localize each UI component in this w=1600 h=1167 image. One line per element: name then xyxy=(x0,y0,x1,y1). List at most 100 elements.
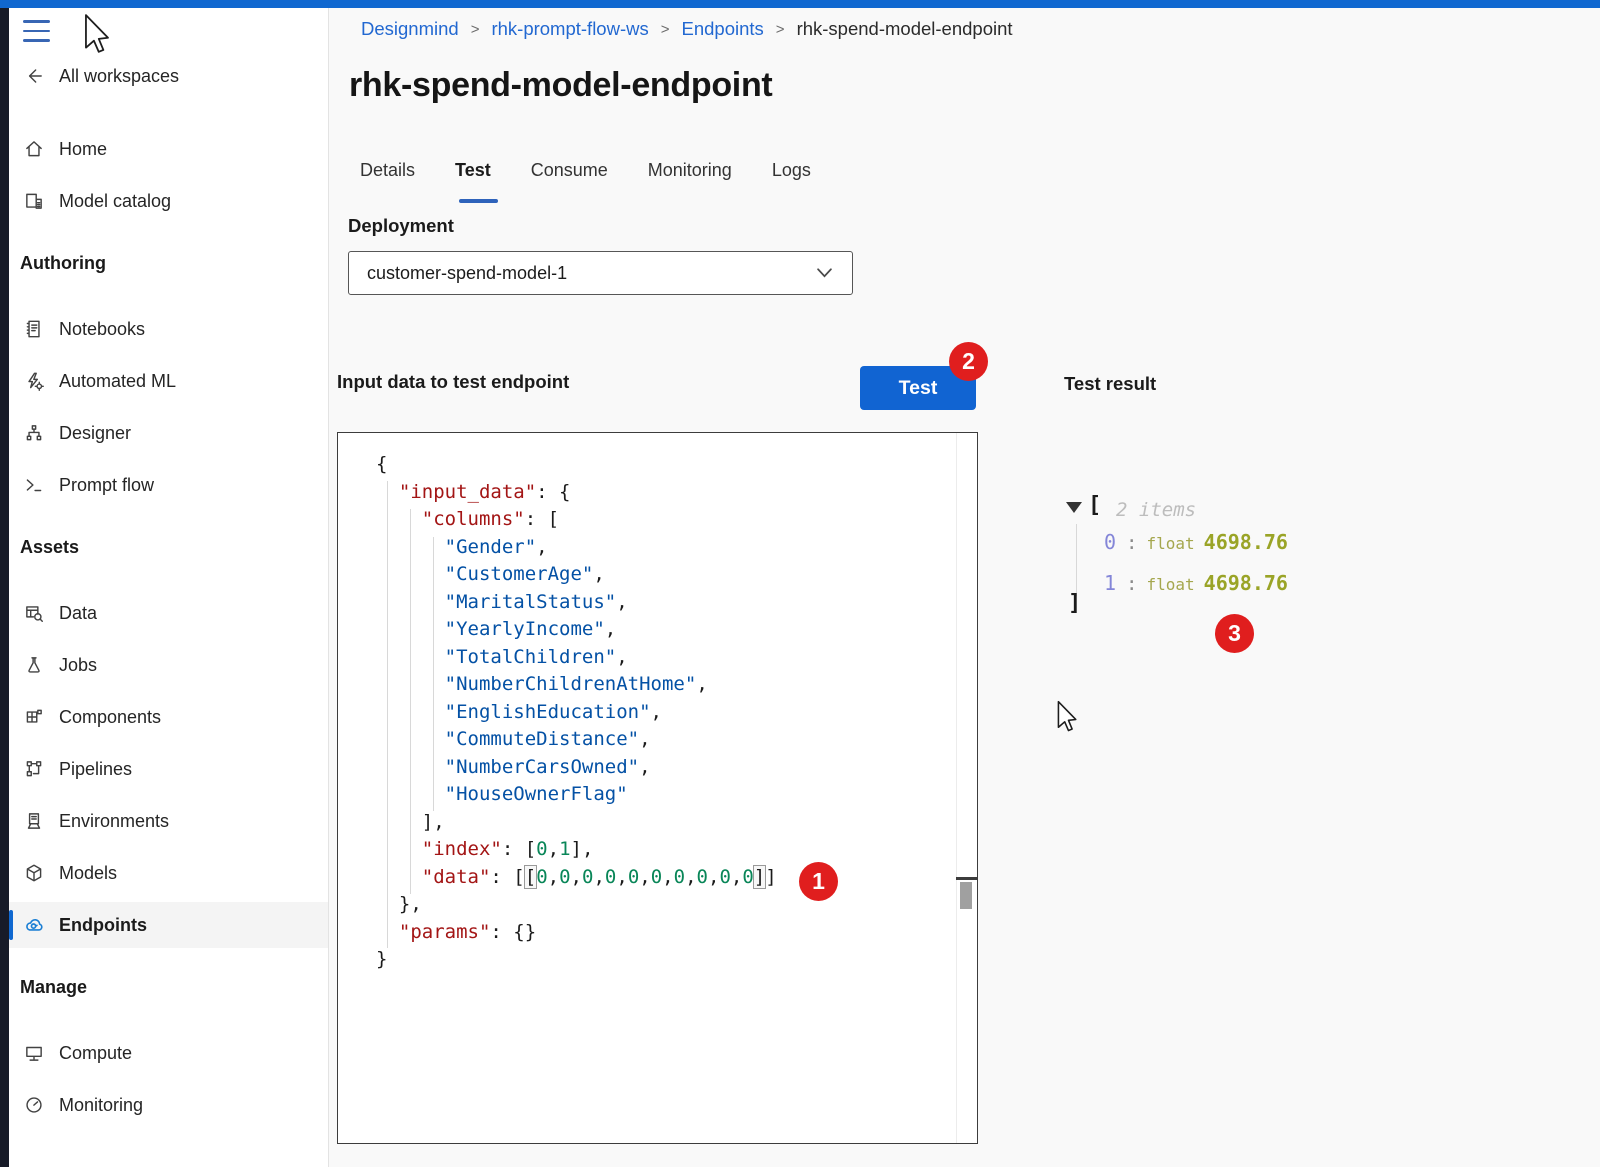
editor-scrollbar-cap xyxy=(956,877,977,880)
sidebar-item-label: Endpoints xyxy=(59,914,147,935)
pipelines-icon xyxy=(26,761,42,777)
breadcrumb-separator: > xyxy=(470,20,480,38)
sidebar-item-environments[interactable]: Environments xyxy=(9,798,328,844)
breadcrumb-separator: > xyxy=(775,20,785,38)
result-colon: : xyxy=(1126,532,1138,554)
breadcrumb-link-workspace-group[interactable]: Designmind xyxy=(361,18,459,39)
sidebar-item-label: Data xyxy=(59,602,98,623)
top-accent-bar xyxy=(0,0,1600,8)
notebooks-icon xyxy=(26,320,40,338)
endpoints-icon xyxy=(26,918,43,931)
sidebar-item-models[interactable]: Models xyxy=(9,850,328,896)
sidebar: All workspaces Home Model catalog Author… xyxy=(9,8,329,1167)
home-icon xyxy=(26,141,42,157)
result-close-bracket: ] xyxy=(1068,591,1082,616)
sidebar-item-all-workspaces[interactable]: All workspaces xyxy=(9,53,328,99)
json-code[interactable]: { "input_data": { "columns": [ "Gender",… xyxy=(376,453,777,970)
chevron-down-icon xyxy=(817,268,832,278)
active-tab-underline xyxy=(459,199,498,203)
monitoring-icon xyxy=(26,1097,42,1113)
result-open-bracket: [ xyxy=(1088,493,1102,518)
input-data-label: Input data to test endpoint xyxy=(337,371,570,392)
sidebar-item-label: Notebooks xyxy=(59,318,146,339)
result-row: 1 : float 4698.76 xyxy=(1104,571,1288,595)
tab-test[interactable]: Test xyxy=(455,160,491,180)
mouse-cursor xyxy=(85,14,109,53)
sidebar-item-label: Model catalog xyxy=(59,190,172,211)
sidebar-item-endpoints[interactable]: Endpoints xyxy=(9,902,328,948)
selected-indicator xyxy=(9,910,13,940)
automated-ml-icon xyxy=(28,372,44,391)
designer-icon xyxy=(26,425,42,441)
sidebar-item-label: Components xyxy=(59,706,162,727)
result-index: 1 xyxy=(1104,571,1117,595)
result-type: float xyxy=(1146,534,1195,553)
sidebar-item-label: Monitoring xyxy=(59,1094,144,1115)
breadcrumb-current: rhk-spend-model-endpoint xyxy=(796,18,1013,39)
indent-guide xyxy=(387,481,388,948)
sidebar-item-label: Prompt flow xyxy=(59,474,155,495)
tab-monitoring[interactable]: Monitoring xyxy=(647,160,732,180)
arrow-left-icon xyxy=(28,69,42,83)
data-icon xyxy=(26,606,43,622)
breadcrumb-link-endpoints[interactable]: Endpoints xyxy=(681,18,764,39)
hamburger-menu-icon[interactable] xyxy=(23,20,51,42)
deployment-label: Deployment xyxy=(348,215,454,236)
result-row: 0 : float 4698.76 xyxy=(1104,530,1288,554)
sidebar-item-components[interactable]: Components xyxy=(9,694,328,740)
sidebar-item-label: Automated ML xyxy=(59,370,177,391)
breadcrumb: Designmind > rhk-prompt-flow-ws > Endpoi… xyxy=(361,16,1013,42)
models-icon xyxy=(26,864,42,882)
sidebar-item-jobs[interactable]: Jobs xyxy=(9,642,328,688)
sidebar-item-prompt-flow[interactable]: Prompt flow xyxy=(9,462,328,508)
prompt-flow-icon xyxy=(26,479,42,492)
sidebar-item-data[interactable]: Data xyxy=(9,590,328,636)
sidebar-item-home[interactable]: Home xyxy=(9,126,328,172)
jobs-icon xyxy=(28,657,40,673)
model-catalog-icon xyxy=(26,193,42,209)
deployment-dropdown[interactable]: customer-spend-model-1 xyxy=(348,251,853,295)
sidebar-item-label: Home xyxy=(59,138,108,159)
editor-scrollbar-thumb[interactable] xyxy=(960,882,972,909)
sidebar-item-label: Environments xyxy=(59,810,170,831)
sidebar-item-label: Pipelines xyxy=(59,758,133,779)
result-value: 4698.76 xyxy=(1203,571,1288,595)
result-indent-guide xyxy=(1076,524,1077,596)
sidebar-item-label: Models xyxy=(59,862,118,883)
breadcrumb-link-workspace[interactable]: rhk-prompt-flow-ws xyxy=(491,18,649,39)
breadcrumb-separator: > xyxy=(660,20,670,38)
page-title: rhk-spend-model-endpoint xyxy=(349,66,773,104)
input-json-editor[interactable]: { "input_data": { "columns": [ "Gender",… xyxy=(337,432,978,1144)
tab-details[interactable]: Details xyxy=(360,160,416,180)
annotation-badge-1: 1 xyxy=(799,862,838,901)
sidebar-item-label: Jobs xyxy=(59,654,98,675)
compute-icon xyxy=(26,1046,42,1061)
result-colon: : xyxy=(1126,573,1138,595)
sidebar-item-model-catalog[interactable]: Model catalog xyxy=(9,178,328,224)
sidebar-item-label: All workspaces xyxy=(59,65,180,86)
tab-consume[interactable]: Consume xyxy=(530,160,608,180)
sidebar-item-automated-ml[interactable]: Automated ML xyxy=(9,358,328,404)
test-result-label: Test result xyxy=(1064,373,1157,394)
result-items-count: 2 items xyxy=(1116,499,1197,521)
sidebar-item-compute[interactable]: Compute xyxy=(9,1030,328,1076)
collapse-triangle-icon[interactable] xyxy=(1066,502,1082,513)
sidebar-section-authoring: Authoring xyxy=(20,252,106,273)
tab-logs[interactable]: Logs xyxy=(771,160,811,180)
result-index: 0 xyxy=(1104,530,1117,554)
sidebar-item-monitoring[interactable]: Monitoring xyxy=(9,1082,328,1128)
result-value: 4698.76 xyxy=(1203,530,1288,554)
sidebar-item-designer[interactable]: Designer xyxy=(9,410,328,456)
annotation-badge-2: 2 xyxy=(949,342,988,381)
deployment-dropdown-value: customer-spend-model-1 xyxy=(367,262,568,283)
sidebar-section-manage: Manage xyxy=(20,976,88,997)
indent-guide xyxy=(433,537,434,811)
sidebar-item-notebooks[interactable]: Notebooks xyxy=(9,306,328,352)
sidebar-item-pipelines[interactable]: Pipelines xyxy=(9,746,328,792)
tab-bar: Details Test Consume Monitoring Logs xyxy=(360,160,811,181)
indent-guide xyxy=(410,509,411,894)
sidebar-item-label: Designer xyxy=(59,422,132,443)
editor-scrollbar-track[interactable] xyxy=(956,433,977,1143)
sidebar-section-assets: Assets xyxy=(20,536,80,557)
